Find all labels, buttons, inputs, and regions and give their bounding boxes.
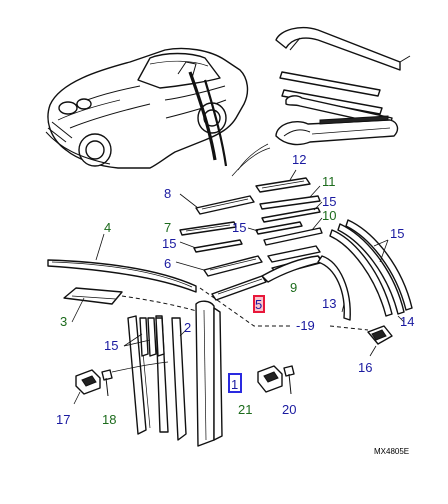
callout-15[interactable]: 15: [322, 194, 336, 209]
dashed-leader-19: [199, 287, 290, 327]
part-11-strip: [259, 185, 321, 210]
part-5-corner-seal: [211, 255, 323, 301]
reference-code: MX4805E: [374, 447, 409, 456]
part-10-strip: [263, 217, 323, 246]
dashed-leader-3: [121, 295, 201, 313]
callout-20[interactable]: 20: [282, 402, 296, 417]
highlight-box-part-5: [253, 295, 265, 313]
callout-5[interactable]: 5: [255, 297, 262, 312]
part-17-bracket: [73, 369, 101, 405]
part-15-clip-c: [179, 239, 243, 253]
callout-15[interactable]: 15: [104, 338, 118, 353]
callout-18[interactable]: 18: [102, 412, 116, 427]
part-14-curved-seal: [329, 219, 413, 323]
callout-3[interactable]: 3: [60, 314, 67, 329]
part-15-clip-b: [247, 221, 303, 235]
part-7-strip: [179, 221, 237, 236]
callout-labels: 12 8 11 15 7 15 10 4 15 15 6 9 5 13 14 3…: [56, 152, 414, 427]
callout-12[interactable]: 12: [292, 152, 306, 167]
callout-8[interactable]: 8: [164, 186, 171, 201]
callout-2[interactable]: 2: [184, 320, 191, 335]
callout-9[interactable]: 9: [290, 280, 297, 295]
callout-14[interactable]: 14: [400, 314, 414, 329]
part-3-pad: [63, 287, 123, 323]
callout-7[interactable]: 7: [164, 220, 171, 235]
callout-15[interactable]: 15: [390, 226, 404, 241]
callout-1[interactable]: 1: [231, 377, 238, 392]
callout-10[interactable]: 10: [322, 208, 336, 223]
callout-16[interactable]: 16: [358, 360, 372, 375]
dashed-leader-19b: [329, 325, 369, 331]
callout-15[interactable]: 15: [162, 236, 176, 251]
part-8-strip: [179, 193, 255, 215]
callout-4[interactable]: 4: [104, 220, 111, 235]
car-illustration: [45, 47, 249, 169]
part-15-clip-a: [261, 201, 323, 223]
callout-13[interactable]: 13: [322, 296, 336, 311]
seal-cross-section-stack: [231, 26, 411, 177]
part-15-clips-e: [123, 317, 165, 357]
part-21-bracket: [257, 365, 283, 393]
callout-15[interactable]: 15: [232, 220, 246, 235]
callout-17[interactable]: 17: [56, 412, 70, 427]
part-13-curved-seal: [317, 255, 351, 321]
callout-19[interactable]: -19: [296, 318, 315, 333]
part-6-strip: [175, 255, 263, 277]
part-4-roof-rail: [47, 233, 197, 293]
part-20-screw: [283, 365, 295, 395]
part-18-screw: [101, 361, 169, 397]
part-1-pillar-post: [195, 300, 223, 447]
part-16-clip: [367, 325, 393, 357]
callout-11[interactable]: 11: [322, 174, 336, 189]
highlight-box-part-1: [228, 373, 242, 393]
callout-6[interactable]: 6: [164, 256, 171, 271]
callout-21[interactable]: 21: [238, 402, 252, 417]
part-12-strip: [255, 169, 311, 193]
